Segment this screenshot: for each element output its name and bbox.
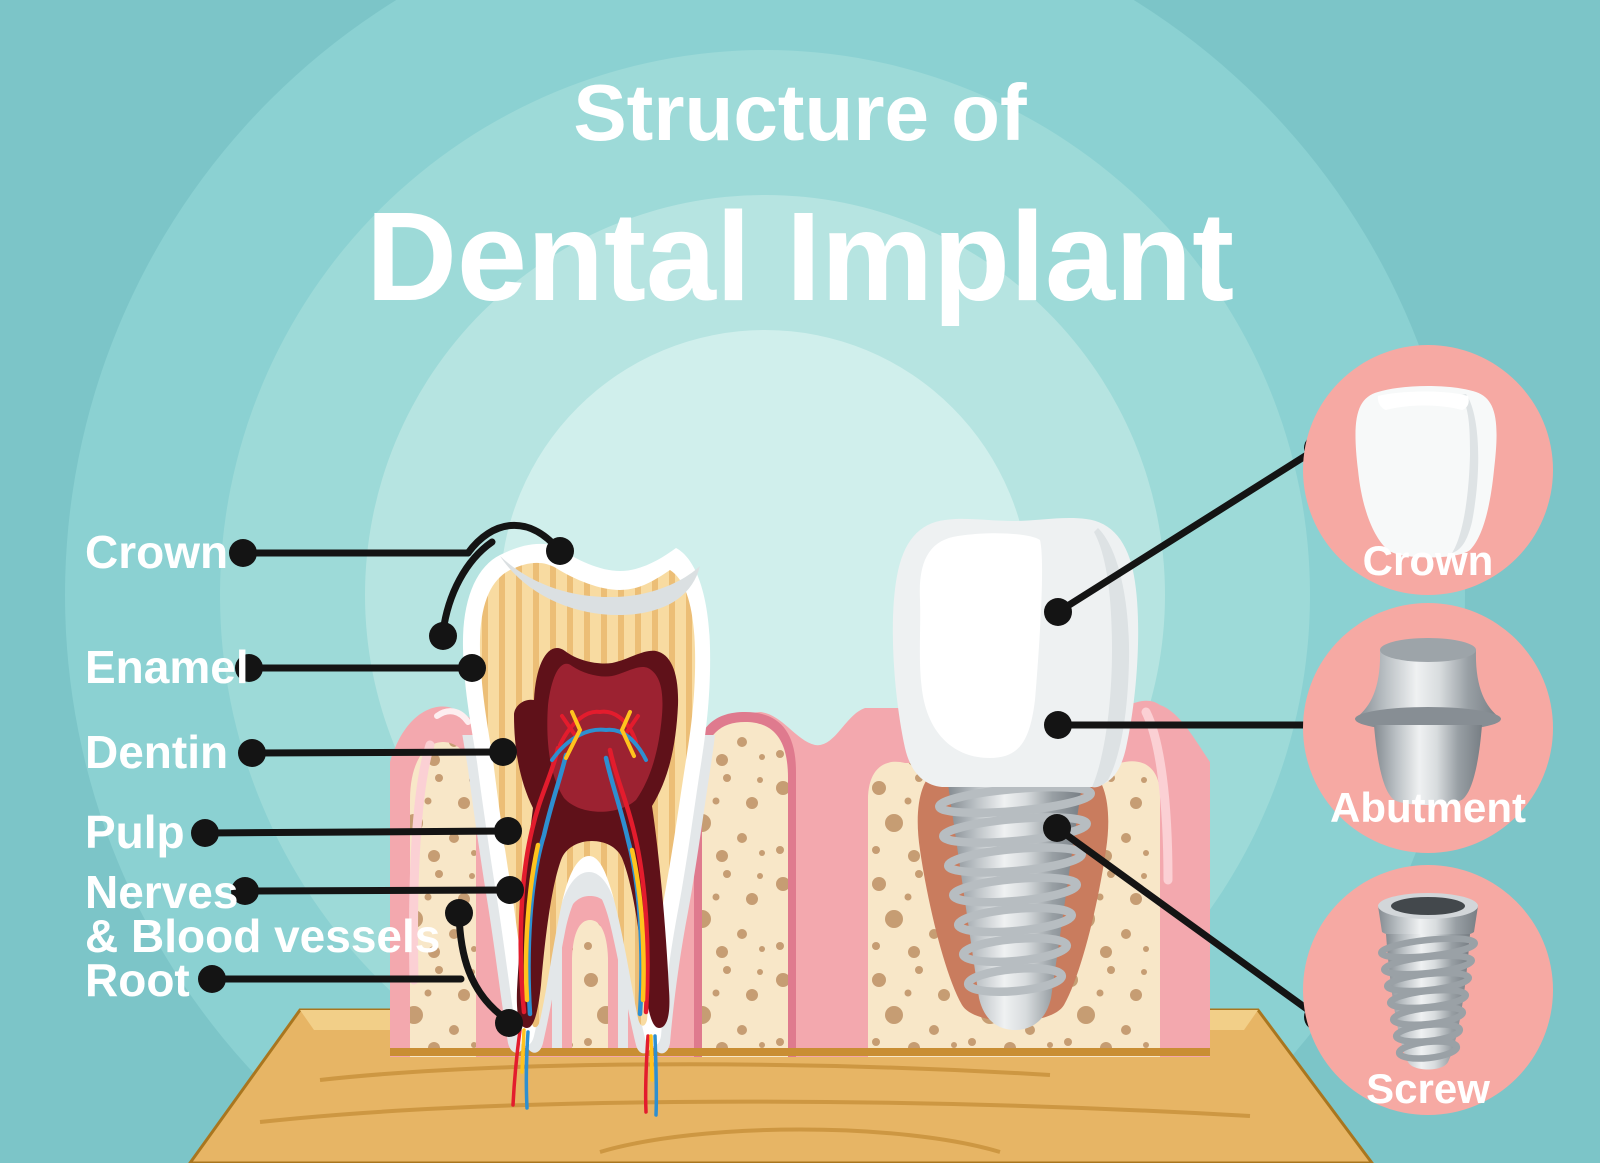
- callout-dot: [496, 876, 524, 904]
- label-nerves: Nerves: [85, 866, 238, 918]
- callout-line-nerves: [241, 886, 514, 895]
- label-pulp: Pulp: [85, 806, 185, 858]
- callout-dot: [1043, 814, 1071, 842]
- gum-highlight: [434, 708, 471, 725]
- component-label-abutment: Abutment: [1330, 784, 1526, 831]
- label-dentin: Dentin: [85, 726, 228, 778]
- label-blood-vessels: & Blood vessels: [85, 910, 440, 962]
- callout-dot: [235, 654, 263, 682]
- callout-dot: [1044, 711, 1072, 739]
- callout-dot: [229, 539, 257, 567]
- callout-line-pulp: [201, 827, 512, 837]
- callout-line-implant-screw: [1053, 824, 1322, 1021]
- callout-dot: [198, 965, 226, 993]
- title-line-2: Dental Implant: [366, 186, 1234, 327]
- implant-crown-highlight: [919, 533, 1043, 758]
- component-circle-abutment: Abutment: [1303, 603, 1553, 853]
- callout-arc-crown: [464, 522, 562, 557]
- bone-middle-arch: [702, 722, 788, 1057]
- implant-screw-icon: [1377, 893, 1479, 1070]
- component-label-crown: Crown: [1363, 537, 1494, 584]
- component-circle-crown: Crown: [1303, 345, 1553, 595]
- enamel-shading: [500, 556, 700, 615]
- callout-dot: [429, 622, 457, 650]
- wood-grain: [259, 1099, 1251, 1124]
- callout-dot: [231, 877, 259, 905]
- callout-dot: [494, 817, 522, 845]
- callout-dot: [1044, 598, 1072, 626]
- callout-dot: [191, 819, 219, 847]
- tooth-crown-icon: [1355, 386, 1497, 558]
- callout-dot: [458, 654, 486, 682]
- callout-line-implant-crown: [1054, 444, 1322, 616]
- component-circle-screw: Screw: [1303, 865, 1553, 1115]
- component-label-screw: Screw: [1366, 1065, 1490, 1112]
- pulp-inner: [547, 663, 663, 812]
- furcation-bone: [572, 920, 608, 1052]
- abutment-icon: [1355, 638, 1501, 805]
- wood-grain: [599, 1127, 1001, 1154]
- gum-highlight: [409, 740, 435, 985]
- callout-dot: [546, 537, 574, 565]
- anatomy-callouts: Crown Enamel Dentin Pulp Nerves & Blood …: [85, 522, 574, 1037]
- callout-line-dentin: [248, 748, 507, 757]
- label-crown: Crown: [85, 526, 228, 578]
- title-line-1: Structure of: [573, 68, 1027, 157]
- wood-grain: [319, 1062, 1051, 1082]
- nerves-and-vessels: [511, 709, 659, 1117]
- callout-dot: [495, 1009, 523, 1037]
- component-circles: Crown Abutment: [1303, 345, 1553, 1115]
- implant-screw-threads: [935, 782, 1095, 996]
- dental-implant: [892, 518, 1139, 1030]
- callout-branch-crown: [439, 538, 496, 636]
- callout-dot: [489, 738, 517, 766]
- tooth-cross-section: [462, 543, 715, 1117]
- callout-dot: [238, 739, 266, 767]
- label-root: Root: [85, 954, 190, 1006]
- callout-dot: [445, 899, 473, 927]
- label-enamel: Enamel: [85, 641, 249, 693]
- title-block: Structure of Dental Implant: [366, 68, 1234, 327]
